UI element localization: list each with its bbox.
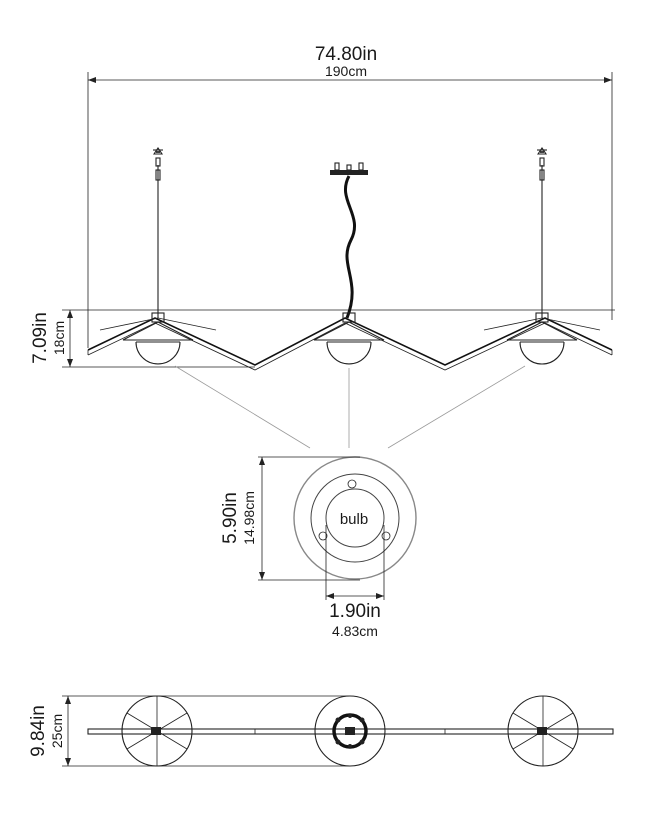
drop-dimension: 7.09in 18cm — [30, 309, 615, 368]
drop-imperial: 7.09in — [30, 312, 51, 364]
pendant-left — [99, 312, 217, 365]
plan-shade-right — [507, 695, 579, 767]
depth-dimension: 9.84in 25cm — [28, 695, 350, 767]
bulb-dimension: 1.90in 4.83cm — [325, 525, 385, 639]
plan-shade-center — [314, 695, 386, 767]
plan-view — [87, 695, 614, 767]
left-suspension — [152, 147, 164, 318]
canopy-imperial: 5.90in — [220, 492, 241, 544]
canopy-dimension: 5.90in 14.98cm — [220, 456, 360, 581]
callout-leaders — [174, 365, 526, 449]
bulb-imperial: 1.90in — [329, 601, 381, 622]
bulb-label: bulb — [340, 511, 368, 528]
width-metric: 190cm — [325, 63, 367, 79]
canopy-metric: 14.98cm — [241, 491, 257, 545]
shade-detail: bulb — [293, 456, 417, 580]
depth-metric: 25cm — [49, 714, 65, 748]
inner-ring-circle — [310, 473, 400, 563]
width-dimension: 74.80in 190cm — [87, 44, 613, 348]
center-canopy — [330, 162, 368, 319]
pendant-right — [483, 312, 601, 365]
pendant-center — [313, 312, 385, 365]
right-suspension — [536, 147, 548, 318]
depth-imperial: 9.84in — [28, 705, 49, 757]
drop-metric: 18cm — [51, 321, 67, 355]
width-imperial: 74.80in — [315, 44, 377, 65]
bulb-metric: 4.83cm — [332, 623, 378, 639]
bulb-circle — [325, 488, 385, 548]
plan-shade-left — [121, 695, 193, 767]
